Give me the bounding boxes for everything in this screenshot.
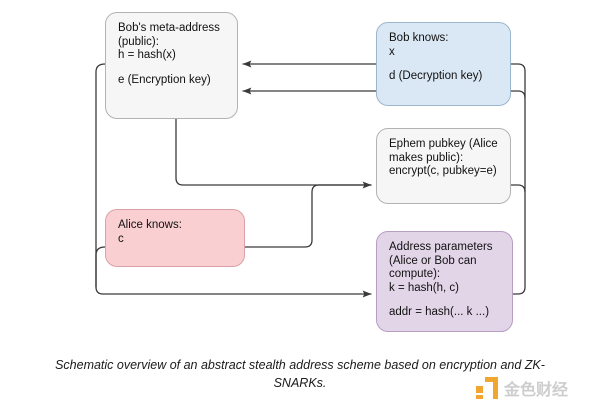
node-bobs-meta-address[interactable]: Bob's meta-address (public): h = hash(x)… — [105, 12, 238, 119]
edge-c-to-encrypt — [244, 184, 372, 248]
node-title: Alice knows: — [118, 219, 182, 231]
node-bob-knows[interactable]: Bob knows: x d (Decryption key) — [376, 22, 511, 106]
node-title: Ephem pubkey (Alice makes public): — [389, 138, 498, 164]
jinse-logo-icon — [476, 377, 498, 399]
node-row-h-hash: h = hash(x) — [118, 49, 176, 61]
edge-e-to-encrypt — [175, 118, 372, 189]
diagram-canvas: Bob's meta-address (public): h = hash(x)… — [95, 12, 526, 332]
figure-caption: Schematic overview of an abstract stealt… — [55, 358, 545, 390]
node-title: Bob knows: — [389, 32, 449, 44]
node-title: Bob's meta-address (public): — [118, 22, 220, 48]
edge-d-to-right-bus — [510, 90, 526, 99]
node-row-c: c — [118, 232, 124, 245]
node-row-addr-hash: addr = hash(... k ...) — [389, 306, 490, 318]
node-ephem-pubkey[interactable]: Ephem pubkey (Alice makes public): encry… — [376, 128, 511, 204]
edge-c-to-k — [95, 246, 106, 288]
edge-encrypt-to-right-bus — [510, 184, 526, 193]
node-row-encryption-key: e (Encryption key) — [118, 73, 211, 86]
node-row-k-hash: k = hash(h, c) — [389, 281, 459, 294]
node-address-parameters[interactable]: Address parameters (Alice or Bob can com… — [376, 231, 513, 332]
node-row-encrypt: encrypt(c, pubkey=e) — [389, 165, 497, 177]
node-row-decryption-key: d (Decryption key) — [389, 70, 483, 82]
node-alice-knows[interactable]: Alice knows: c — [105, 209, 245, 267]
watermark: 金色财经 — [476, 375, 588, 401]
watermark-text: 金色财经 — [504, 380, 569, 399]
node-title: Address parameters (Alice or Bob can com… — [389, 241, 493, 280]
node-row-x: x — [389, 45, 395, 58]
